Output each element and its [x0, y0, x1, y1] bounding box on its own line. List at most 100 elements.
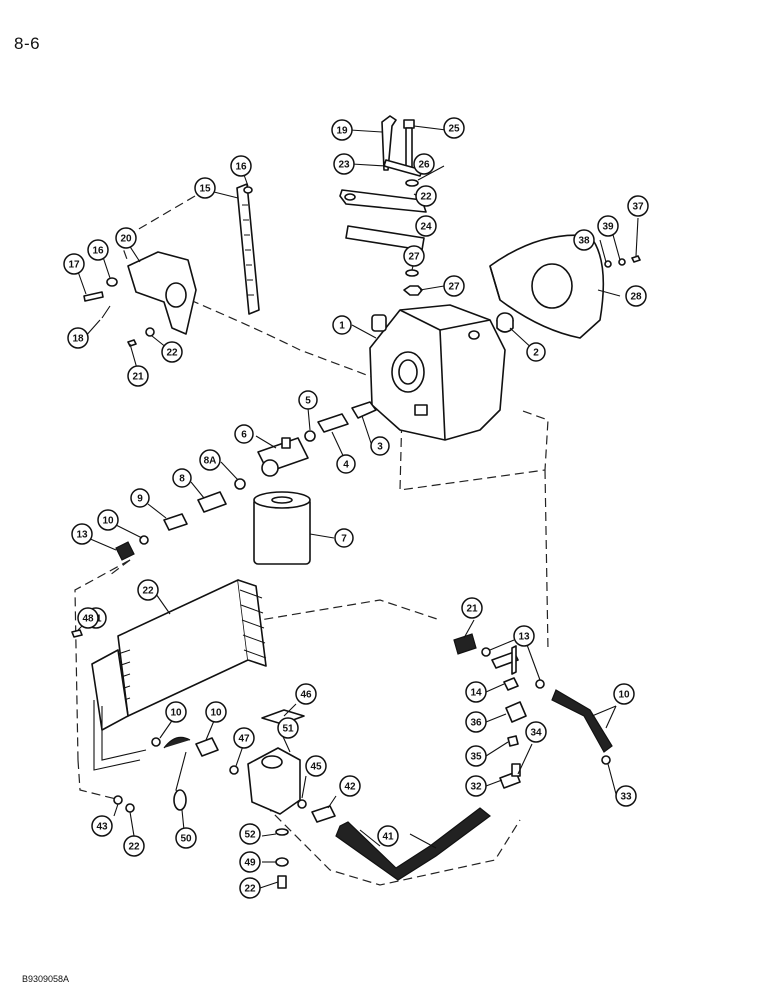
callout-label: 49: [244, 858, 256, 869]
callout-circle: [71, 523, 93, 545]
callout-circle: [625, 285, 647, 307]
callout-22: 22: [239, 877, 261, 899]
callout-18: 18: [67, 327, 89, 349]
callout-label: 34: [530, 728, 542, 739]
callout-circle: [305, 755, 327, 777]
callout-circle: [377, 825, 399, 847]
callout-circle: [465, 711, 487, 733]
callout-circle: [443, 117, 465, 139]
callout-7: 7: [334, 528, 354, 548]
callout-label: 52: [244, 830, 256, 841]
callout-label: 26: [418, 160, 430, 171]
callout-label: 32: [470, 782, 482, 793]
callout-27: 27: [443, 275, 465, 297]
callout-47: 47: [233, 727, 255, 749]
callout-circle: [413, 153, 435, 175]
callout-label: 16: [92, 246, 104, 257]
callout-10: 10: [205, 701, 227, 723]
callout-label: 15: [199, 184, 211, 195]
callout-circle: [465, 681, 487, 703]
callout-circle: [573, 229, 595, 251]
callout-circle: [615, 785, 637, 807]
callout-circle: [334, 528, 354, 548]
callout-46: 46: [295, 683, 317, 705]
callout-27: 27: [403, 245, 425, 267]
callout-label: 28: [630, 292, 642, 303]
callout-circle: [525, 721, 547, 743]
callout-21: 21: [461, 597, 483, 619]
callout-label: 5: [305, 396, 311, 407]
pump-assembly: [113, 709, 307, 889]
callout-circle: [298, 390, 318, 410]
callout-label: 17: [68, 260, 80, 271]
page-number: 8-6: [14, 34, 41, 53]
callout-circle: [239, 851, 261, 873]
callout-1: 1: [332, 315, 352, 335]
plug: [496, 312, 514, 333]
callout-label: 27: [408, 252, 420, 263]
callout-circle: [97, 509, 119, 531]
callout-label: 24: [420, 222, 432, 233]
callout-52: 52: [239, 823, 261, 845]
callout-circle: [415, 215, 437, 237]
callout-label: 36: [470, 718, 482, 729]
callout-circle: [205, 701, 227, 723]
callout-circle: [333, 153, 355, 175]
callout-34: 34: [525, 721, 547, 743]
callout-label: 9: [137, 494, 143, 505]
callout-label: 22: [142, 586, 154, 597]
callout-circle: [332, 315, 352, 335]
callout-circle: [403, 245, 425, 267]
callout-label: 20: [120, 234, 132, 245]
callout-circle: [194, 177, 216, 199]
callout-label: 46: [300, 690, 312, 701]
callout-label: 22: [128, 842, 140, 853]
callout-label: 1: [339, 321, 345, 332]
callout-circle: [295, 683, 317, 705]
callout-label: 19: [336, 126, 348, 137]
callout-circle: [234, 424, 254, 444]
callout-label: 22: [244, 884, 256, 895]
callout-circle: [627, 195, 649, 217]
callout-37: 37: [627, 195, 649, 217]
callout-circle: [63, 253, 85, 275]
callout-label: 38: [578, 236, 590, 247]
callout-39: 39: [597, 215, 619, 237]
callout-circle: [465, 775, 487, 797]
callout-circle: [331, 119, 353, 141]
callout-28: 28: [625, 285, 647, 307]
callout-50: 50: [175, 827, 197, 849]
callout-22: 22: [415, 185, 437, 207]
callout-49: 49: [239, 851, 261, 873]
callout-36: 36: [465, 711, 487, 733]
callout-label: 21: [466, 604, 478, 615]
callout-label: 27: [448, 282, 460, 293]
callout-leaders: [75, 125, 639, 889]
callout-circle: [597, 215, 619, 237]
callout-20: 20: [115, 227, 137, 249]
callout-45: 45: [305, 755, 327, 777]
callout-circle: [230, 155, 252, 177]
callout-circle: [277, 717, 299, 739]
callout-circle: [67, 327, 89, 349]
callout-label: 8A: [204, 456, 217, 467]
callout-circle: [526, 342, 546, 362]
callout-17: 17: [63, 253, 85, 275]
callout-label: 48: [82, 614, 94, 625]
callout-label: 18: [72, 334, 84, 345]
pto-shield: [489, 234, 641, 339]
callout-8A: 8A: [199, 449, 221, 471]
callout-label: 2: [533, 348, 539, 359]
callout-label: 37: [632, 202, 644, 213]
callout-2: 2: [526, 342, 546, 362]
callout-3: 3: [370, 436, 390, 456]
callout-circle: [465, 745, 487, 767]
callout-8: 8: [172, 468, 192, 488]
callout-19: 19: [331, 119, 353, 141]
callout-16: 16: [230, 155, 252, 177]
callout-41: 41: [377, 825, 399, 847]
callout-label: 51: [282, 724, 294, 735]
gearbox-housing: [369, 304, 506, 441]
callout-38: 38: [573, 229, 595, 251]
